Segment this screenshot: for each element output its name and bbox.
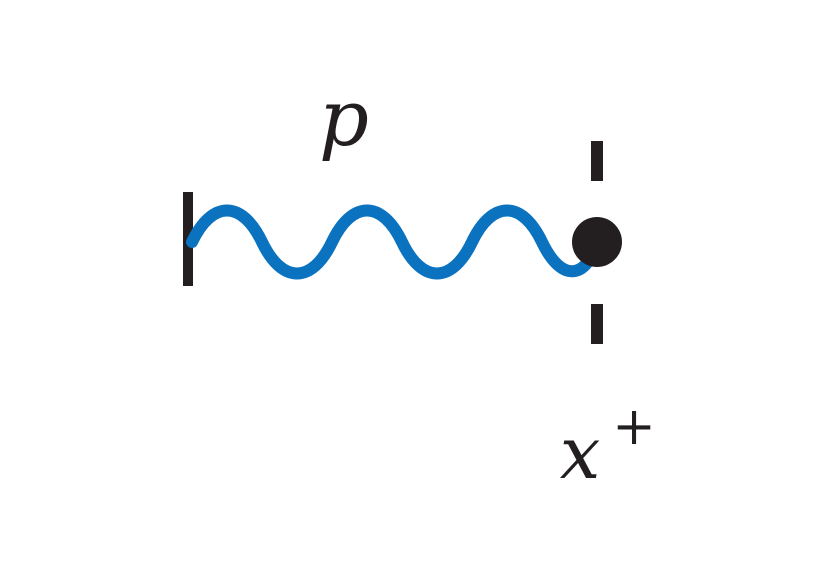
position-label-superscript: +	[612, 397, 656, 457]
vertex-dot	[572, 217, 622, 267]
position-label: x	[560, 411, 601, 495]
wavy-propagator-line	[186, 204, 603, 280]
momentum-label: p	[319, 74, 369, 164]
